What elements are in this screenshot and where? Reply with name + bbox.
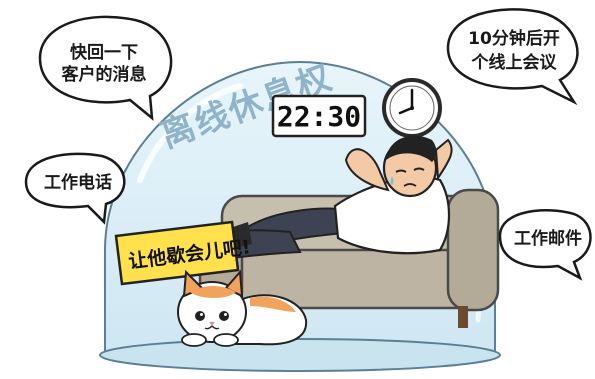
bubble-email-text: 工作邮件 (514, 228, 582, 249)
wall-clock-icon (382, 78, 442, 138)
speech-bubble-email: 工作邮件 (498, 209, 592, 281)
speech-bubble-phone: 工作电话 (24, 152, 126, 225)
bubble-reply-client-line1: 快回一下 (70, 42, 138, 63)
cat-sign: 让他歇会儿吧! (114, 220, 252, 286)
cat (177, 269, 308, 347)
bubble-phone-text: 工作电话 (44, 172, 112, 193)
bubble-reply-client-line2: 客户的消息 (61, 64, 147, 85)
bubble-meeting-line2: 个线上会议 (471, 52, 558, 73)
clock-time: 22:30 (277, 100, 361, 133)
speech-bubble-reply-client: 快回一下 客户的消息 (38, 15, 173, 121)
speech-bubble-meeting: 10分钟后开 个线上会议 (446, 8, 579, 106)
bubble-meeting-line1: 10分钟后开 (468, 28, 560, 49)
digital-clock: 22:30 (271, 94, 367, 138)
